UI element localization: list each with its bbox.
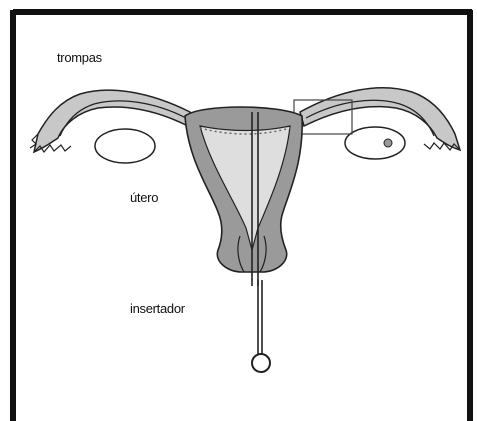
left-ovary bbox=[95, 129, 155, 163]
uterus bbox=[185, 107, 302, 272]
ovary-follicle bbox=[384, 139, 392, 147]
inserter-ring bbox=[252, 354, 270, 372]
right-ovary bbox=[345, 127, 405, 159]
label-trompas: trompas bbox=[57, 50, 102, 65]
label-insertador: insertador bbox=[130, 301, 185, 316]
label-utero: útero bbox=[130, 190, 158, 205]
